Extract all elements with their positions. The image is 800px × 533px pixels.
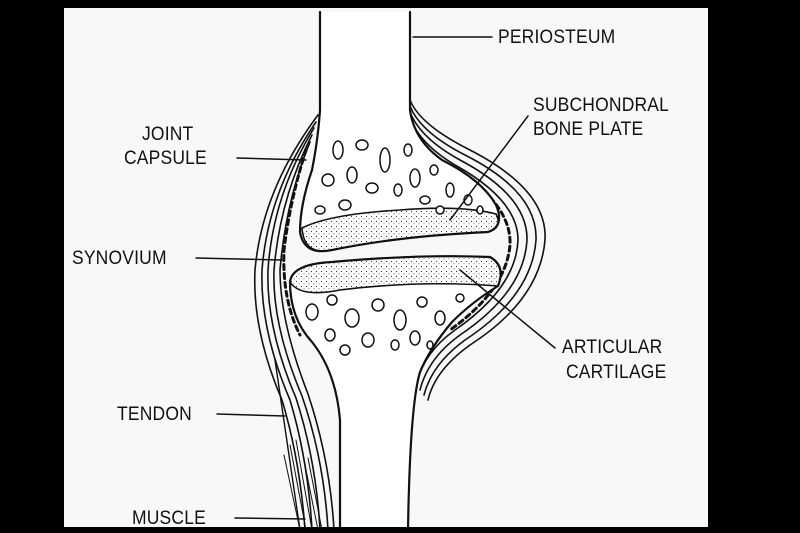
leader-tendon bbox=[216, 413, 286, 417]
leader-lines bbox=[195, 36, 556, 520]
trabecular-bone-lower bbox=[305, 293, 465, 356]
label-muscle: MUSCLE bbox=[132, 508, 206, 527]
leader-muscle bbox=[234, 517, 306, 520]
synovium-left bbox=[282, 148, 308, 337]
leader-joint-capsule bbox=[236, 157, 307, 161]
label-synovium: SYNOVIUM bbox=[72, 248, 167, 269]
label-periosteum: PERIOSTEUM bbox=[498, 27, 616, 48]
label-joint-capsule-line2: CAPSULE bbox=[124, 148, 207, 169]
label-subchondral-line1: SUBCHONDRAL bbox=[533, 95, 670, 116]
lower-bone bbox=[288, 255, 502, 527]
trabecular-bone-upper bbox=[314, 139, 484, 215]
label-joint-capsule-line1: JOINT bbox=[142, 124, 194, 145]
leader-subchondral bbox=[449, 115, 529, 221]
label-articular-line2: CARTILAGE bbox=[566, 362, 667, 383]
leader-synovium bbox=[195, 257, 283, 261]
tendon bbox=[274, 359, 301, 527]
synovium-right bbox=[438, 158, 512, 332]
joint-capsule-right bbox=[409, 99, 546, 401]
muscle-fibres bbox=[283, 439, 322, 527]
articular-cartilage-lower bbox=[289, 255, 502, 294]
leader-articular bbox=[459, 269, 556, 349]
subchondral-cartilage-upper bbox=[301, 207, 499, 252]
label-tendon: TENDON bbox=[117, 404, 192, 425]
label-subchondral-line2: BONE PLATE bbox=[533, 119, 644, 140]
joint-capsule-left bbox=[253, 114, 335, 527]
label-articular-line1: ARTICULAR bbox=[562, 337, 663, 358]
